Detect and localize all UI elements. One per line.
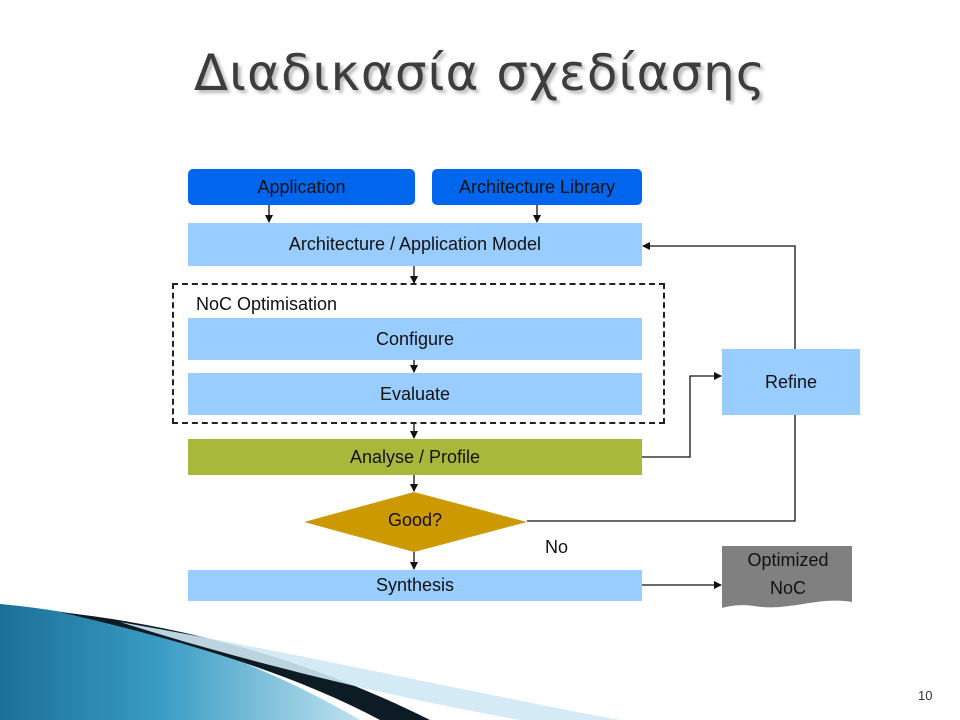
output-document-label: Optimized NoC bbox=[724, 546, 852, 602]
model-box: Architecture / Application Model bbox=[188, 223, 642, 266]
configure-box: Configure bbox=[188, 318, 642, 360]
model-label: Architecture / Application Model bbox=[288, 234, 542, 254]
configure-label: Configure bbox=[375, 328, 455, 349]
synthesis-box: Synthesis bbox=[188, 570, 642, 601]
application-label: Application bbox=[257, 176, 346, 197]
slide-title: Διαδικασία σχεδίασης bbox=[193, 44, 767, 102]
application-box: Application bbox=[188, 169, 415, 205]
no-label: No bbox=[545, 537, 569, 557]
analyse-profile-label: Analyse / Profile bbox=[349, 446, 481, 467]
output-line-1: Optimized bbox=[747, 550, 829, 570]
evaluate-box: Evaluate bbox=[188, 373, 642, 415]
refine-box: Refine bbox=[722, 349, 860, 415]
output-document-shape bbox=[722, 546, 852, 608]
noc-optimisation-label: NoC Optimisation bbox=[196, 294, 338, 314]
synthesis-label: Synthesis bbox=[375, 575, 455, 595]
decision-diamond bbox=[304, 492, 527, 552]
decision-label: Good? bbox=[387, 510, 443, 530]
page-number: 10 bbox=[918, 688, 933, 703]
arrow-analyse-refine bbox=[641, 372, 722, 458]
architecture-library-box: Architecture Library bbox=[432, 169, 642, 205]
evaluate-label: Evaluate bbox=[379, 383, 451, 404]
refine-label: Refine bbox=[764, 371, 818, 392]
analyse-profile-box: Analyse / Profile bbox=[188, 439, 642, 475]
architecture-library-label: Architecture Library bbox=[458, 176, 616, 197]
noc-optimisation-group bbox=[172, 283, 665, 424]
output-line-2: NoC bbox=[769, 578, 806, 598]
